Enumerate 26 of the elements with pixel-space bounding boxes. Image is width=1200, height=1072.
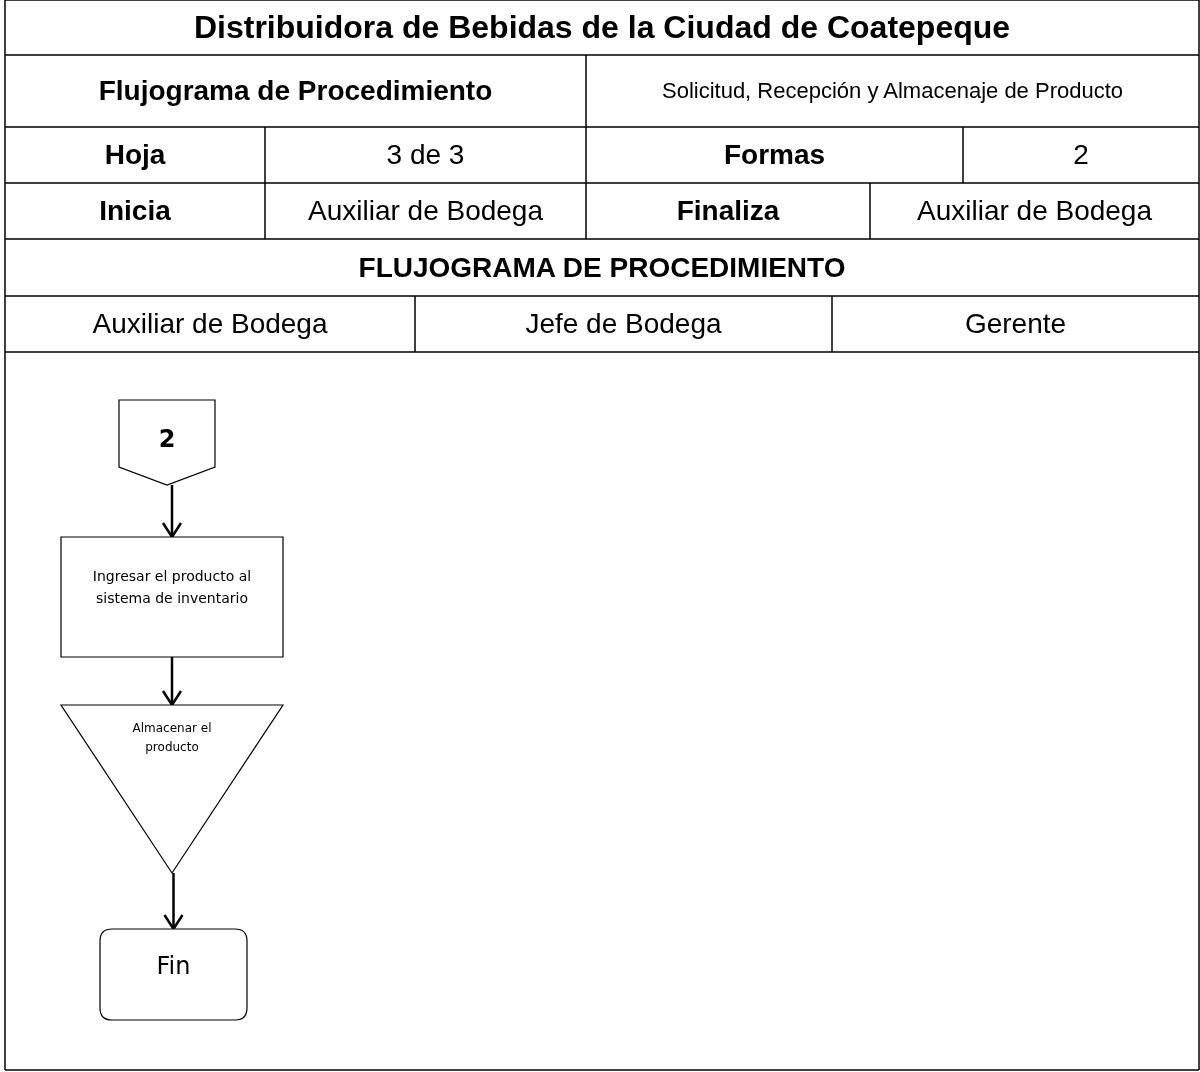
arrow [161,485,183,539]
header-value: Auxiliar de Bodega [916,195,1152,227]
header-label: FLUJOGRAMA DE PROCEDIMIENTO [358,251,846,284]
step-text: 2 [157,424,177,455]
storage-triangle [61,705,283,873]
arrow [161,657,183,707]
step-text: Fin [155,951,192,982]
header-value: Jefe de Bodega [525,308,722,340]
header-value: Gerente [964,308,1067,340]
header-label: Flujograma de Procedimiento [98,75,493,107]
header-label: Formas [723,139,826,171]
header-value: Auxiliar de Bodega [92,308,328,340]
header-value: 2 [1073,139,1089,171]
arrow [163,873,184,931]
step-text: Ingresar el producto al sistema de inventario [91,567,253,609]
header-label: Finaliza [676,195,780,227]
process-box [61,537,283,657]
terminal-box [100,929,247,1020]
header-value: Solicitud, Recepción y Almacenaje de Producto [661,78,1123,104]
header-label: Inicia [99,195,171,227]
step-text: Almacenar el producto [131,720,213,757]
header-value: Auxiliar de Bodega [307,195,543,227]
title: Distribuidora de Bebidas de la Ciudad de Coatepeque [193,9,1011,46]
offpage-connector [119,400,215,485]
header-label: Hoja [104,139,166,171]
header-value: 3 de 3 [386,139,465,171]
